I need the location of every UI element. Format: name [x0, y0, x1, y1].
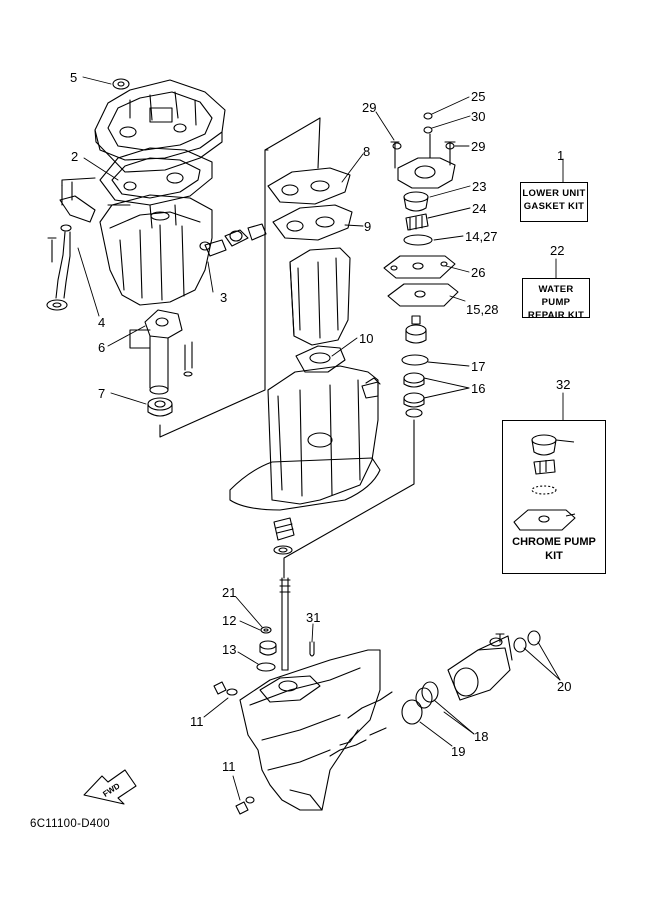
callout-7: 7	[98, 386, 105, 401]
callout-22: 22	[550, 243, 564, 258]
lower-gearcase	[239, 649, 393, 811]
upper-casing-cover	[94, 79, 226, 173]
part-10-gasket	[295, 345, 346, 373]
midsection-housing	[229, 365, 381, 511]
chrome-pump-kit-line1: CHROME PUMP	[512, 536, 596, 548]
part-4-linkage	[46, 224, 72, 311]
part-11-bolts	[213, 681, 255, 815]
water-pump-group	[383, 112, 459, 418]
callout-15-28: 15,28	[466, 302, 499, 317]
water-pump-repair-kit-box: WATER PUMP REPAIR KIT	[522, 278, 590, 321]
callout-14-27: 14,27	[465, 229, 498, 244]
callout-3: 3	[220, 290, 227, 305]
callout-16: 16	[471, 381, 485, 396]
part-8-gasket	[267, 167, 351, 205]
callout-10: 10	[359, 331, 373, 346]
chrome-pump-kit-box: CHROME PUMP KIT	[502, 420, 606, 574]
chrome-pump-kit-label: CHROME PUMP KIT	[503, 535, 605, 563]
callout-11-upper: 11	[190, 714, 204, 729]
water-pump-kit-line2: REPAIR KIT	[527, 310, 585, 321]
callout-32: 32	[556, 377, 570, 392]
callout-19: 19	[451, 744, 465, 759]
callout-12: 12	[222, 613, 236, 628]
exhaust-manifold	[289, 247, 351, 346]
lower-unit-kit-line2: GASKET KIT	[523, 201, 585, 212]
callout-8: 8	[363, 144, 370, 159]
part-2-gasket	[99, 147, 213, 206]
callout-25: 25	[471, 89, 485, 104]
part-5-plug	[112, 78, 130, 90]
diagram-code: 6C11100-D400	[30, 818, 110, 830]
shaft-small-parts	[256, 626, 315, 672]
callout-26: 26	[471, 265, 485, 280]
fwd-arrow	[83, 769, 137, 805]
callout-5: 5	[70, 70, 77, 85]
callout-21: 21	[222, 585, 236, 600]
callout-1: 1	[557, 148, 564, 163]
assembly-bracket-lines	[61, 117, 321, 438]
callout-29-right: 29	[471, 139, 485, 154]
callout-31: 31	[306, 610, 320, 625]
lower-unit-kit-line1: LOWER UNIT	[522, 188, 586, 199]
callout-11-lower: 11	[222, 759, 236, 774]
callout-23: 23	[472, 179, 486, 194]
shaft-bushings	[273, 517, 295, 555]
part-6-pipe	[144, 309, 193, 395]
lower-unit-gasket-kit-box: LOWER UNIT GASKET KIT	[520, 182, 588, 222]
callout-2: 2	[71, 149, 78, 164]
callout-29-top: 29	[362, 100, 376, 115]
callout-18: 18	[474, 729, 488, 744]
callout-6: 6	[98, 340, 105, 355]
callout-20: 20	[557, 679, 571, 694]
callout-9: 9	[364, 219, 371, 234]
upper-casing-body	[59, 181, 227, 306]
assembly-bracket-lines-right	[283, 117, 415, 579]
part-9-gasket	[272, 204, 353, 241]
part-7-seal	[147, 397, 173, 417]
part-3-fitting	[199, 223, 267, 251]
callout-30: 30	[471, 109, 485, 124]
callout-13: 13	[222, 642, 236, 657]
drive-shaft	[279, 577, 291, 671]
water-pump-kit-line1: WATER PUMP	[538, 284, 574, 308]
leader-lines	[77, 76, 576, 801]
callout-17: 17	[471, 359, 485, 374]
chrome-pump-kit-line2: KIT	[545, 550, 563, 562]
fwd-label: FWD	[101, 781, 121, 799]
propeller-shaft-housing	[329, 630, 541, 757]
callout-24: 24	[472, 201, 486, 216]
callout-4: 4	[98, 315, 105, 330]
